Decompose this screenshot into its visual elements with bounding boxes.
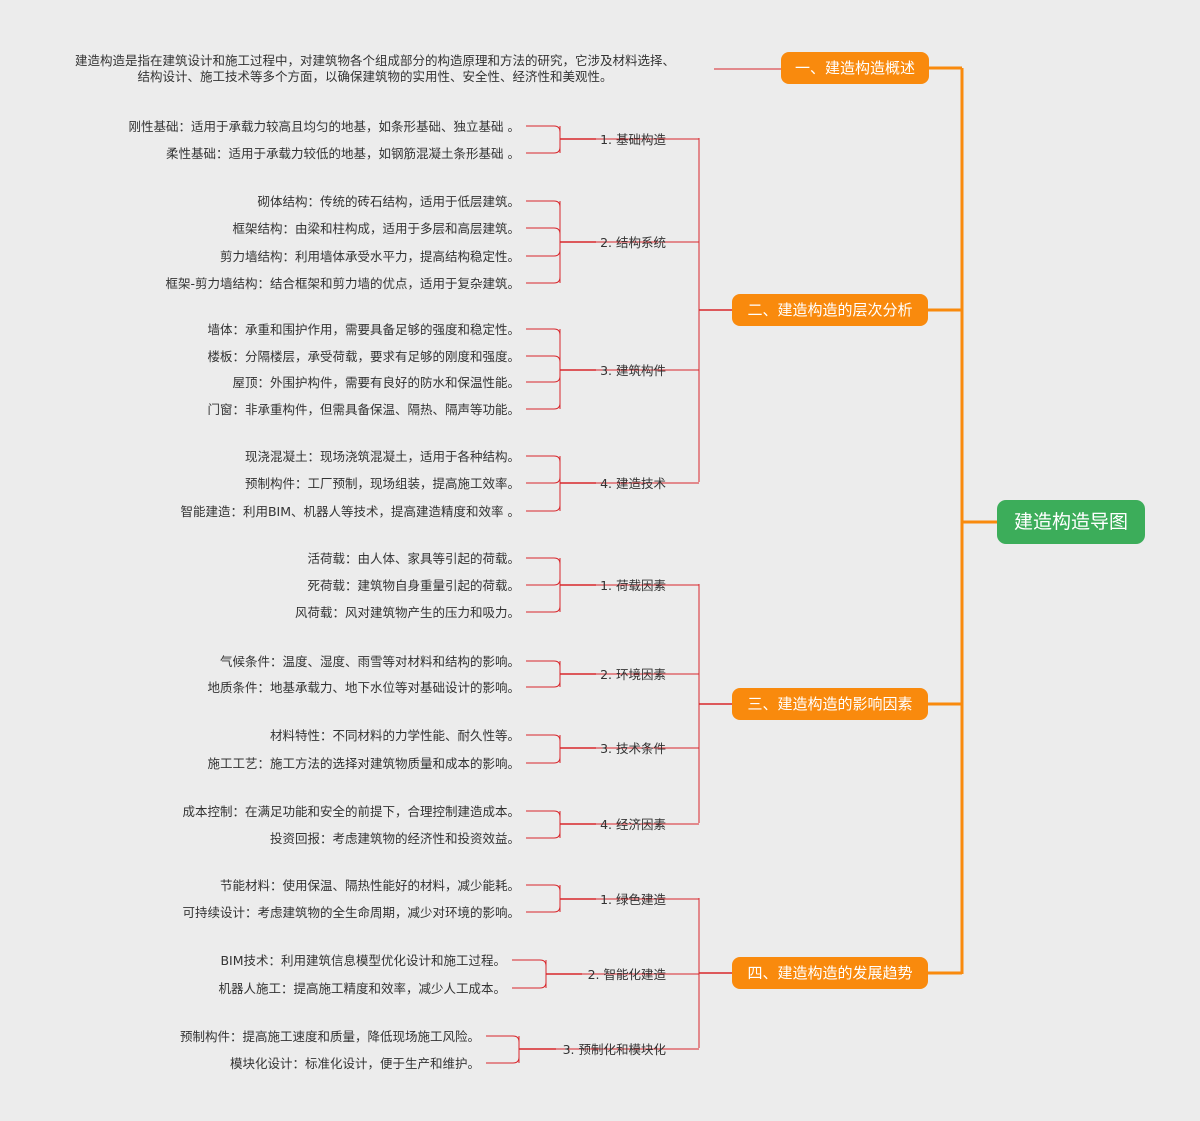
group-label[interactable]: 1. 基础构造: [600, 132, 666, 147]
overview-text-line-2: 结构设计、施工技术等多个方面，以确保建筑物的实用性、安全性、经济性和美观性。: [137, 69, 613, 84]
leaf-connector: [526, 756, 561, 764]
leaf-item[interactable]: 成本控制：在满足功能和安全的前提下，合理控制建造成本。: [182, 804, 520, 819]
leaf-connector: [526, 884, 561, 892]
leaf-item[interactable]: 模块化设计：标准化设计，便于生产和维护。: [229, 1056, 480, 1071]
leaf-item[interactable]: 机器人施工：提高施工精度和效率，减少人工成本。: [218, 981, 506, 996]
group-label[interactable]: 3. 技术条件: [600, 741, 666, 756]
leaf-item[interactable]: 可持续设计：考虑建筑物的全生命周期，减少对环境的影响。: [182, 905, 520, 920]
branch-3[interactable]: 三、建造构造的影响因素: [732, 688, 928, 720]
leaf-connector: [526, 831, 561, 839]
leaf-connector: [526, 504, 561, 512]
leaf-item[interactable]: 砌体结构：传统的砖石结构，适用于低层建筑。: [257, 194, 520, 209]
leaf-connector: [526, 200, 561, 208]
leaf-item[interactable]: 施工工艺：施工方法的选择对建筑物质量和成本的影响。: [207, 756, 520, 771]
leaf-item[interactable]: 预制构件：提高施工速度和质量，降低现场施工风险。: [179, 1029, 480, 1044]
leaf-item[interactable]: 框架-剪力墙结构：结合框架和剪力墙的优点，适用于复杂建筑。: [165, 276, 520, 291]
leaf-item[interactable]: 框架结构：由梁和柱构成，适用于多层和高层建筑。: [232, 221, 520, 236]
leaf-connector: [526, 146, 561, 154]
leaf-connector: [486, 1035, 520, 1043]
group-label[interactable]: 1. 绿色建造: [600, 892, 666, 907]
leaf-item[interactable]: 楼板：分隔楼层，承受荷载，要求有足够的刚度和强度。: [207, 349, 520, 364]
leaf-item[interactable]: 预制构件：工厂预制，现场组装，提高施工效率。: [244, 476, 520, 491]
leaf-connector: [526, 355, 561, 363]
leaf-connector: [526, 660, 561, 668]
leaf-item[interactable]: 刚性基础：适用于承载力较高且均匀的地基，如条形基础、独立基础 。: [128, 119, 520, 134]
leaf-item[interactable]: 屋顶：外围护构件，需要有良好的防水和保温性能。: [232, 375, 520, 390]
leaf-item[interactable]: 地质条件：地基承载力、地下水位等对基础设计的影响。: [207, 680, 520, 695]
branch-2[interactable]: 二、建造构造的层次分析: [732, 294, 928, 326]
leaf-connector: [526, 810, 561, 818]
leaf-connector: [526, 227, 561, 235]
leaf-item[interactable]: BIM技术：利用建筑信息模型优化设计和施工过程。: [220, 953, 506, 968]
branch-overview[interactable]: 一、建造构造概述: [781, 52, 929, 84]
leaf-item[interactable]: 节能材料：使用保温、隔热性能好的材料，减少能耗。: [219, 878, 520, 893]
leaf-connector: [526, 125, 561, 133]
group-label[interactable]: 2. 智能化建造: [587, 967, 666, 982]
leaf-connector: [526, 578, 561, 586]
leaf-item[interactable]: 现浇混凝土：现场浇筑混凝土，适用于各种结构。: [244, 449, 520, 464]
leaf-connector: [526, 557, 561, 565]
group-label[interactable]: 4. 建造技术: [600, 476, 666, 491]
overview-text-line-1: 建造构造是指在建筑设计和施工过程中，对建筑物各个组成部分的构造原理和方法的研究，…: [74, 53, 675, 68]
leaf-item[interactable]: 死荷载：建筑物自身重量引起的荷载。: [307, 578, 520, 593]
leaf-item[interactable]: 柔性基础：适用于承载力较低的地基，如钢筋混凝土条形基础 。: [166, 146, 520, 161]
leaf-connector: [526, 402, 561, 410]
leaf-connector: [512, 981, 547, 989]
leaf-item[interactable]: 墙体：承重和围护作用，需要具备足够的强度和稳定性。: [207, 322, 520, 337]
branch-4[interactable]: 四、建造构造的发展趋势: [732, 957, 928, 989]
leaf-item[interactable]: 智能建造：利用BIM、机器人等技术，提高建造精度和效率 。: [180, 504, 520, 519]
root-node[interactable]: 建造构造导图: [997, 500, 1145, 544]
leaf-connector: [526, 455, 561, 463]
group-label[interactable]: 1. 荷载因素: [600, 578, 666, 593]
leaf-connector: [526, 375, 561, 383]
leaf-connector: [512, 959, 547, 967]
leaf-connector: [526, 605, 561, 613]
leaf-connector: [526, 680, 561, 688]
leaf-connector: [526, 328, 561, 336]
leaf-connector: [526, 905, 561, 913]
leaf-item[interactable]: 材料特性：不同材料的力学性能、耐久性等。: [269, 728, 520, 743]
group-label[interactable]: 3. 建筑构件: [600, 363, 666, 378]
leaf-item[interactable]: 活荷载：由人体、家具等引起的荷载。: [307, 551, 520, 566]
leaf-connector: [486, 1056, 520, 1064]
overview-text: 建造构造是指在建筑设计和施工过程中，对建筑物各个组成部分的构造原理和方法的研究，…: [40, 53, 710, 85]
group-label[interactable]: 3. 预制化和模块化: [562, 1042, 666, 1057]
leaf-item[interactable]: 剪力墙结构：利用墙体承受水平力，提高结构稳定性。: [219, 249, 520, 264]
leaf-item[interactable]: 风荷载：风对建筑物产生的压力和吸力。: [294, 605, 520, 620]
group-label[interactable]: 4. 经济因素: [600, 817, 666, 832]
group-label[interactable]: 2. 环境因素: [600, 667, 666, 682]
leaf-connector: [526, 476, 561, 484]
leaf-item[interactable]: 门窗：非承重构件，但需具备保温、隔热、隔声等功能。: [207, 402, 520, 417]
leaf-connector: [526, 249, 561, 257]
leaf-item[interactable]: 投资回报：考虑建筑物的经济性和投资效益。: [269, 831, 520, 846]
leaf-connector: [526, 734, 561, 742]
leaf-connector: [526, 276, 561, 284]
leaf-item[interactable]: 气候条件：温度、湿度、雨雪等对材料和结构的影响。: [219, 654, 520, 669]
group-label[interactable]: 2. 结构系统: [600, 235, 666, 250]
